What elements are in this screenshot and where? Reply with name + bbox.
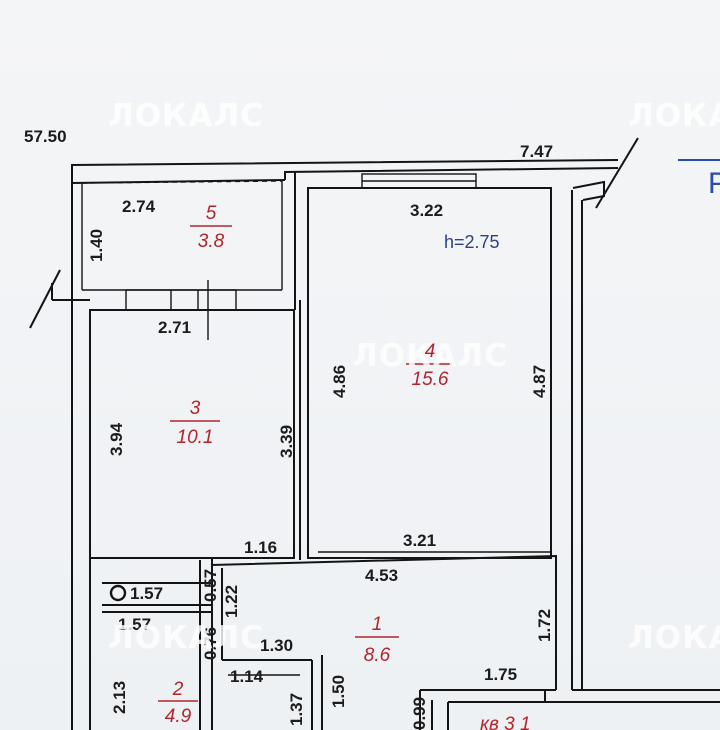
- dim-1-14: 1.14: [230, 667, 264, 686]
- room-5-outline: [81, 172, 296, 310]
- dimension-labels: 57.50 7.47 2.74 1.40 3.22 2.71 4.86 4.87…: [24, 127, 554, 730]
- elevation-mark: 57.50: [24, 127, 67, 146]
- ceiling-height: h=2.75: [444, 232, 500, 252]
- room-5-number: 5: [206, 203, 217, 224]
- dim-1-22: 1.22: [222, 585, 241, 618]
- room-2-area: 4.9: [165, 706, 192, 727]
- room-2-outline: [102, 560, 300, 730]
- watermark-bottom-right: ЛОКАЛС: [628, 620, 720, 656]
- dim-1-30: 1.30: [260, 636, 293, 655]
- dim-1-57-top: 1.57: [130, 584, 163, 603]
- room-1-area: 8.6: [364, 645, 391, 666]
- room-3-number: 3: [190, 398, 201, 419]
- dim-2-13: 2.13: [110, 681, 129, 714]
- dim-0-76: 0.76: [201, 627, 220, 660]
- dim-2-71: 2.71: [158, 318, 191, 337]
- dim-7-47: 7.47: [520, 142, 553, 161]
- dim-2-74: 2.74: [122, 197, 156, 216]
- dim-1-40: 1.40: [87, 229, 106, 262]
- dim-4-53: 4.53: [365, 566, 398, 585]
- dim-1-37: 1.37: [287, 693, 306, 726]
- dim-1-57-bottom: 1.57: [118, 615, 151, 634]
- room-4-area: 15.6: [412, 369, 449, 390]
- dim-0-57: 0.57: [201, 569, 220, 602]
- room-3-area: 10.1: [177, 427, 214, 448]
- dim-1-75: 1.75: [484, 665, 517, 684]
- dim-4-87: 4.87: [530, 365, 549, 398]
- dim-1-16: 1.16: [244, 538, 277, 557]
- dim-3-21: 3.21: [403, 531, 436, 550]
- dim-3-22: 3.22: [410, 201, 443, 220]
- dim-3-94: 3.94: [107, 422, 126, 456]
- dim-4-86: 4.86: [330, 365, 349, 398]
- watermark-top-left: ЛОКАЛС: [108, 98, 264, 134]
- room-4-number: 4: [425, 341, 436, 362]
- room-3-outline: [89, 280, 295, 559]
- adjacent-flat-label: кв 3 1: [480, 714, 531, 730]
- watermarks: ЛОКАЛС ЛОКАЛС ЛОКАЛС ЛОКАЛС ЛОКАЛС: [108, 98, 720, 656]
- watermark-center: ЛОКАЛС: [352, 338, 508, 374]
- watermark-top-right: ЛОКАЛС: [628, 98, 720, 134]
- riser-symbol: [109, 584, 127, 602]
- corner-glyph: Р: [708, 167, 720, 200]
- room-2-number: 2: [172, 679, 184, 700]
- outer-walls: [29, 137, 720, 730]
- room-5-area: 3.8: [198, 231, 225, 252]
- dim-3-39: 3.39: [277, 425, 296, 458]
- room-labels: 5 3.8 4 15.6 3 10.1 1 8.6 2 4.9 кв 3 1: [158, 203, 531, 730]
- dim-0-99: 0.99: [410, 697, 429, 730]
- room-1-number: 1: [372, 614, 383, 635]
- dim-1-72: 1.72: [535, 609, 554, 642]
- room-4-outline: [299, 173, 552, 560]
- watermark-bottom-left: ЛОКАЛС: [108, 620, 264, 656]
- dim-1-50: 1.50: [329, 675, 348, 708]
